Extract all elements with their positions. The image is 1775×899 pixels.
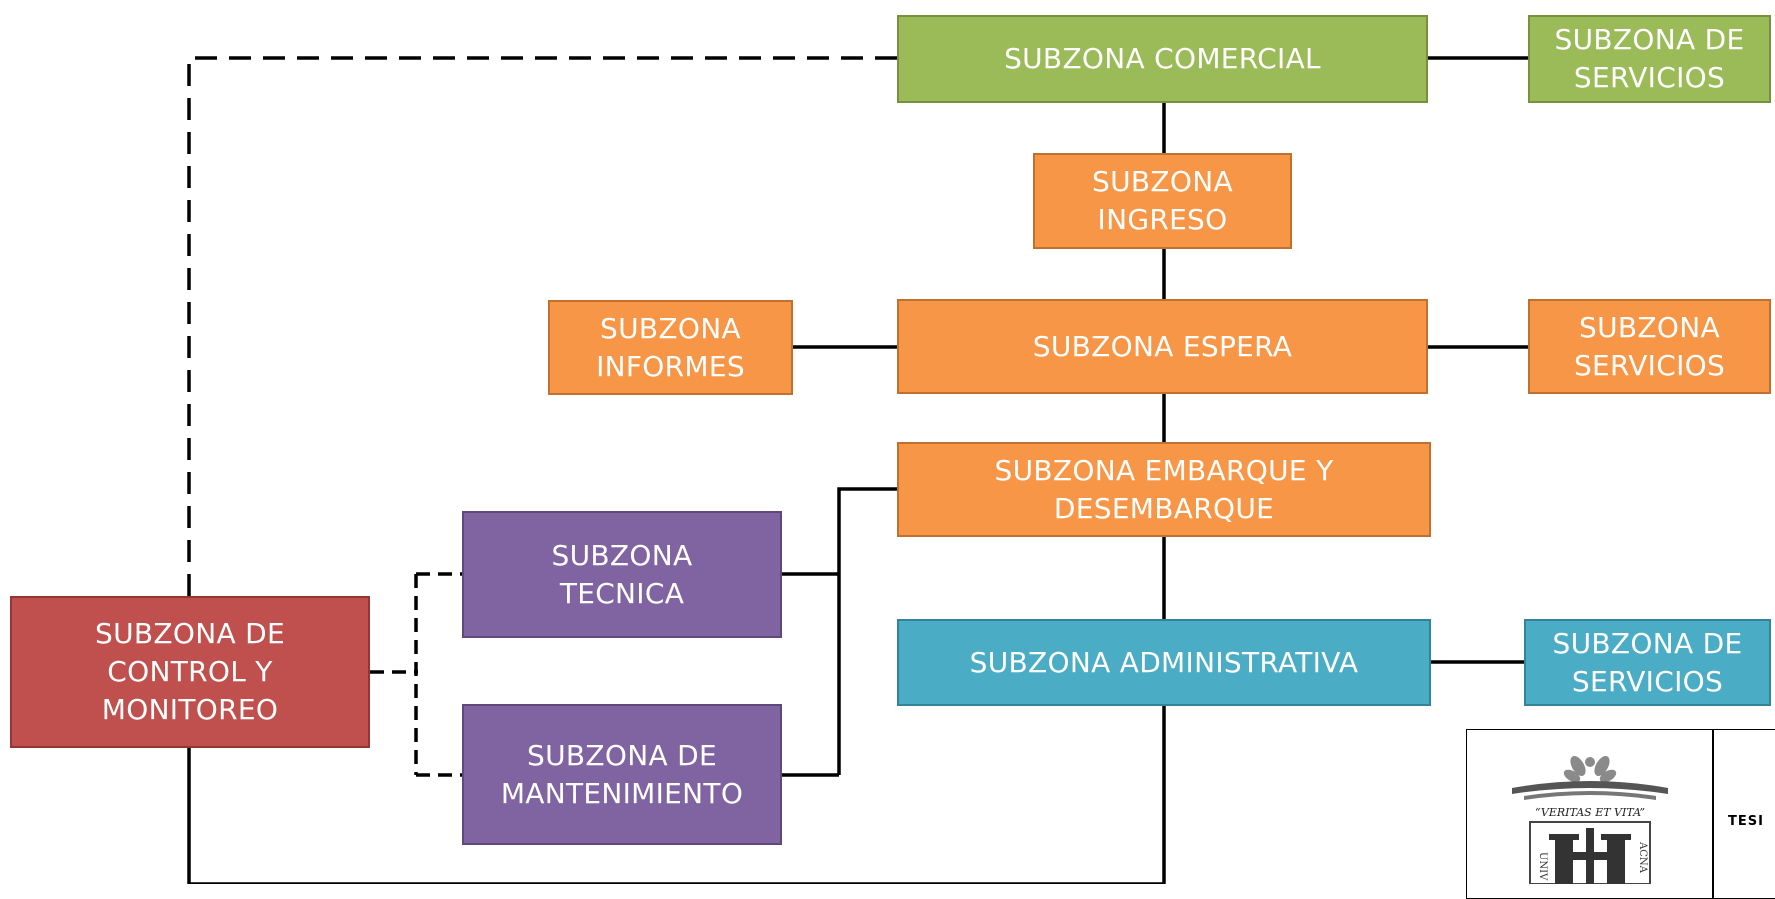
pillars-cross-icon — [1549, 828, 1631, 884]
node-subzona-comercial: SUBZONA COMERCIAL — [897, 15, 1428, 103]
link-control-administrativa — [187, 706, 1166, 884]
university-seal-logo: “VERITAS ET VITA” UNIV ACNA — [1512, 756, 1668, 884]
node-subzona-control: SUBZONA DE CONTROL Y MONITOREO — [10, 596, 370, 748]
title-block-divider — [1712, 729, 1714, 899]
node-subzona-tecnica: SUBZONA TECNICA — [462, 511, 782, 638]
title-block-label: TESI — [1728, 814, 1764, 829]
node-subzona-servicios-bottom: SUBZONA DE SERVICIOS — [1524, 619, 1771, 706]
node-subzona-embarque: SUBZONA EMBARQUE Y DESEMBARQUE — [897, 442, 1431, 537]
link-bus-embarque — [837, 487, 897, 775]
logo-motto: “VERITAS ET VITA” — [1535, 806, 1645, 819]
node-subzona-servicios-mid: SUBZONA SERVICIOS — [1528, 299, 1771, 394]
laurel-icon — [1563, 756, 1617, 783]
node-subzona-servicios-top: SUBZONA DE SERVICIOS — [1528, 15, 1771, 103]
logo-side-left: UNIV — [1537, 852, 1548, 881]
node-subzona-ingreso: SUBZONA INGRESO — [1033, 153, 1292, 249]
dashed-link-control-comercial — [187, 56, 897, 596]
logo-side-right: ACNA — [1637, 841, 1648, 874]
node-subzona-administrativa: SUBZONA ADMINISTRATIVA — [897, 619, 1431, 706]
node-subzona-informes: SUBZONA INFORMES — [548, 300, 793, 395]
node-subzona-mantenimiento: SUBZONA DE MANTENIMIENTO — [462, 704, 782, 845]
node-subzona-espera: SUBZONA ESPERA — [897, 299, 1428, 394]
